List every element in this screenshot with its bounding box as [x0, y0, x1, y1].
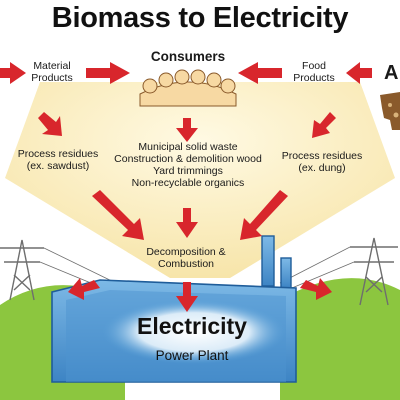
- consumers-icon: [139, 69, 237, 107]
- consumers-label: Consumers: [150, 49, 226, 64]
- arrows: [0, 62, 372, 312]
- arrow-right-residues-down: [240, 190, 288, 240]
- arrow-decomp-to-plant: [176, 282, 198, 312]
- arrow-cow-to-food: [346, 62, 372, 84]
- hill-right: [280, 278, 400, 400]
- animals-label-partial: A: [384, 62, 399, 84]
- arrow-waste-down: [176, 208, 198, 238]
- arrow-food-to-residues: [312, 112, 336, 138]
- arrow-material-to-consumers: [86, 62, 130, 84]
- electricity-label: Electricity: [137, 313, 247, 339]
- page-title: Biomass to Electricity: [51, 2, 349, 34]
- power-plant-label: Power Plant: [155, 348, 229, 363]
- food-products-label: Food Products: [293, 60, 335, 84]
- process-residues-sawdust-label: Process residues (ex. sawdust): [17, 148, 99, 172]
- decomposition-combustion-label: Decomposition & Combustion: [146, 246, 226, 270]
- arrow-left-edge-to-material: [0, 62, 26, 84]
- material-products-label: Material Products: [31, 60, 73, 84]
- process-residues-dung-label: Process residues (ex. dung): [281, 150, 363, 174]
- arrow-plant-to-tower-right: [300, 278, 332, 300]
- funnel-background: [5, 82, 395, 278]
- cow-icon: [380, 92, 400, 130]
- arrow-food-to-consumers: [238, 62, 282, 84]
- arrow-left-residues-down: [92, 190, 144, 240]
- power-plant-building: [51, 235, 297, 383]
- arrow-consumers-to-waste: [176, 118, 198, 142]
- arrow-plant-to-tower-left: [68, 278, 100, 300]
- arrow-material-to-residues: [38, 112, 62, 136]
- transmission-tower-right: [279, 237, 398, 306]
- municipal-waste-label: Municipal solid waste Construction & dem…: [114, 141, 262, 189]
